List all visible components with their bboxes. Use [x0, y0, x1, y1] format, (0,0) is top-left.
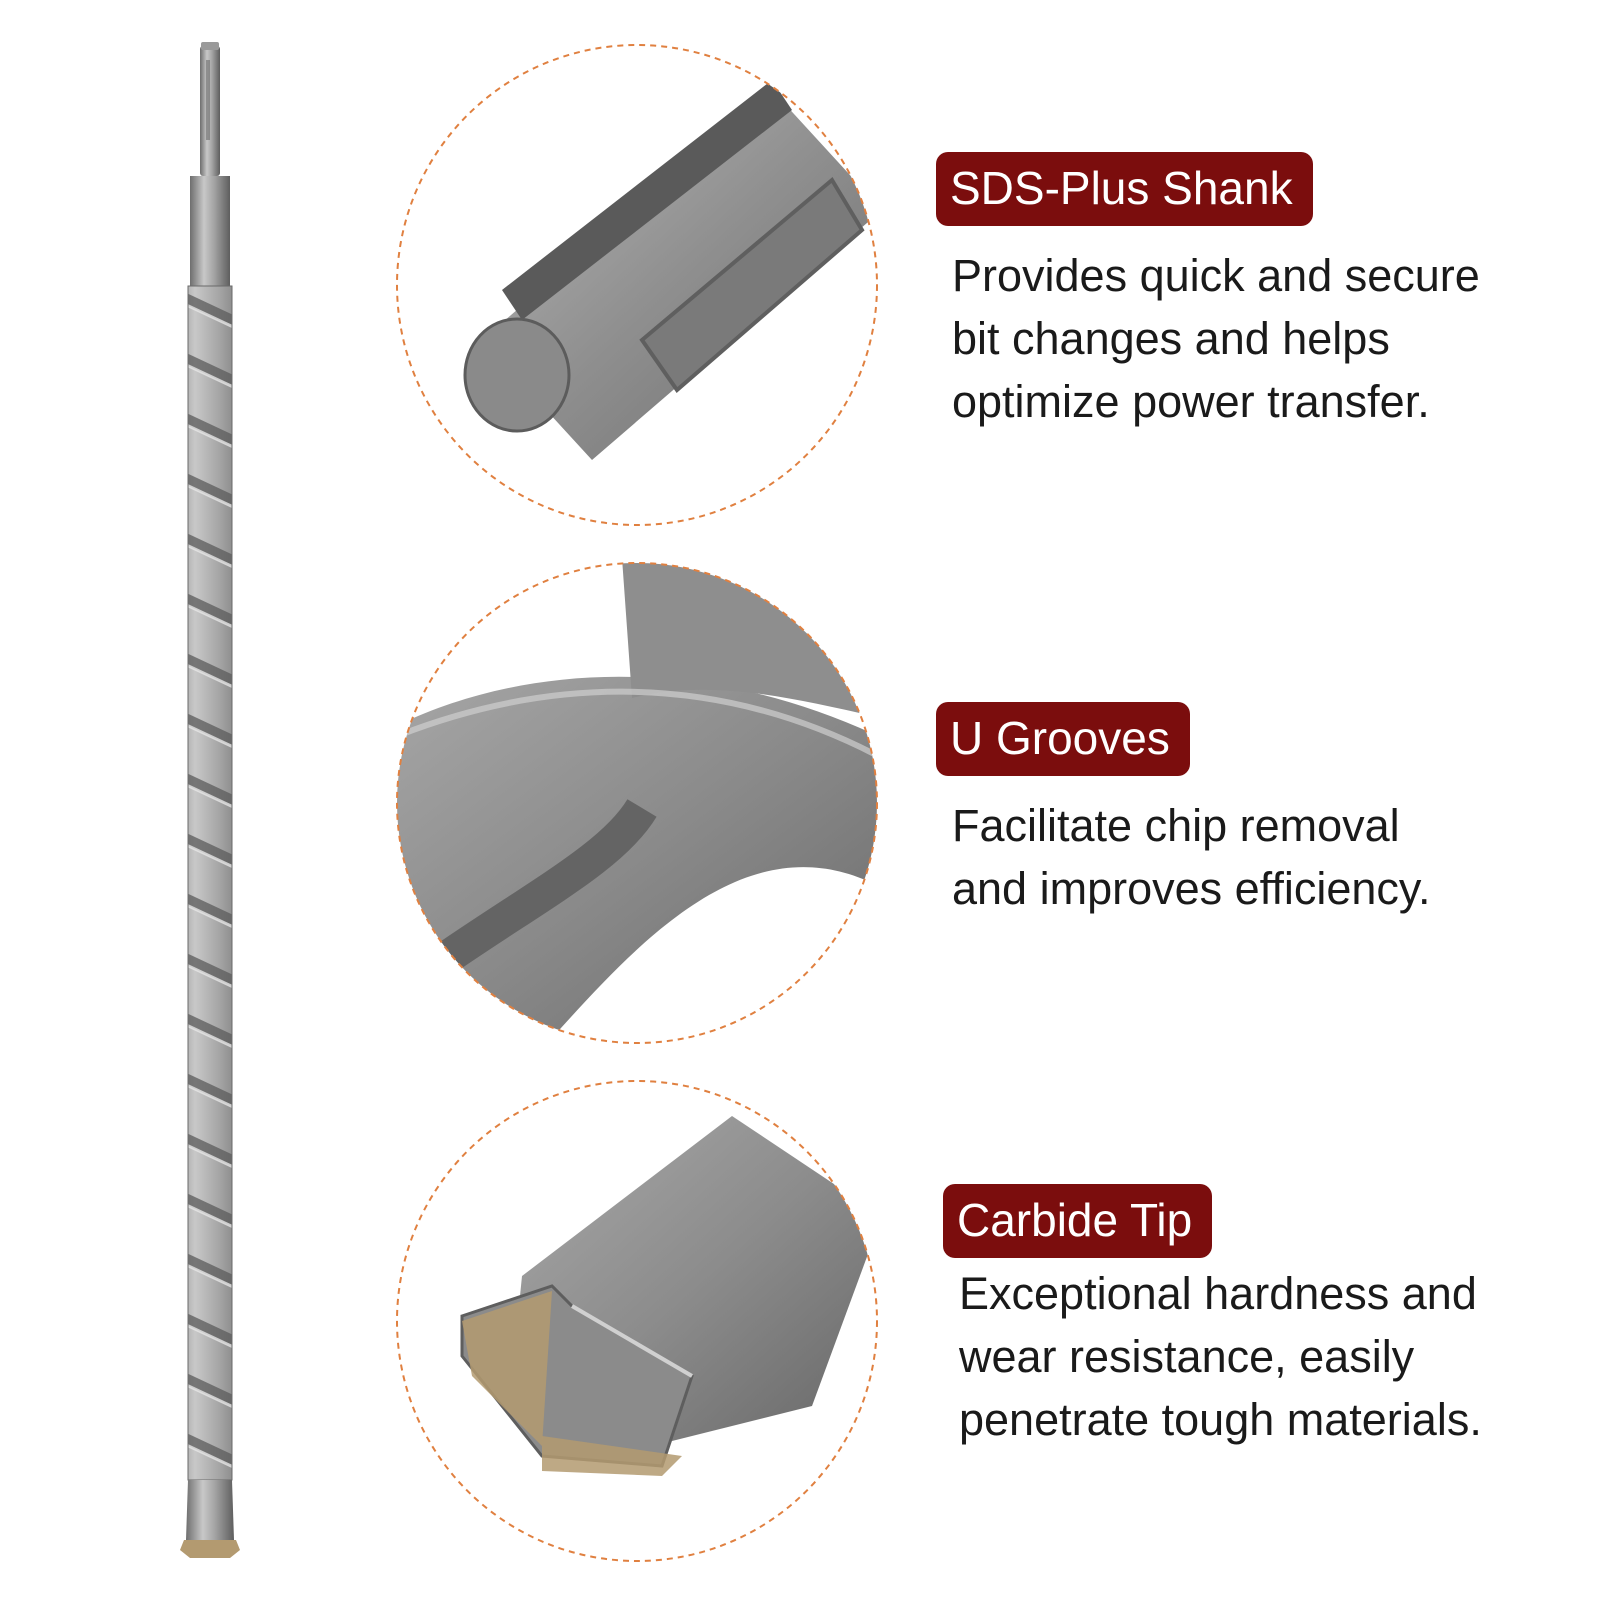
- description-line: bit changes and helps: [952, 313, 1390, 364]
- description-line: and improves efficiency.: [952, 863, 1431, 914]
- feature-grooves: U Grooves Facilitate chip removal and im…: [936, 702, 1576, 920]
- tip-closeup-icon: [396, 1080, 878, 1562]
- description-line: penetrate tough materials.: [959, 1394, 1482, 1445]
- drill-bit-icon: [180, 42, 240, 1558]
- description-line: Facilitate chip removal: [952, 800, 1400, 851]
- feature-description: Provides quick and secure bit changes an…: [936, 244, 1576, 433]
- description-line: wear resistance, easily: [959, 1331, 1415, 1382]
- description-line: optimize power transfer.: [952, 376, 1430, 427]
- shank-closeup: [392, 40, 882, 530]
- feature-description: Exceptional hardness and wear resistance…: [943, 1262, 1583, 1451]
- feature-tip: Carbide Tip Exceptional hardness and wea…: [943, 1184, 1583, 1451]
- shank-closeup-icon: [396, 44, 878, 526]
- description-line: Exceptional hardness and: [959, 1268, 1477, 1319]
- feature-shank: SDS-Plus Shank Provides quick and secure…: [936, 152, 1576, 433]
- drill-bit-image: [160, 40, 260, 1560]
- feature-description: Facilitate chip removal and improves eff…: [936, 794, 1576, 920]
- feature-title-badge: U Grooves: [936, 702, 1190, 776]
- feature-title-badge: Carbide Tip: [943, 1184, 1213, 1258]
- feature-title-badge: SDS-Plus Shank: [936, 152, 1313, 226]
- grooves-closeup-icon: [396, 562, 878, 1044]
- tip-closeup: [392, 1076, 882, 1566]
- grooves-closeup: [392, 558, 882, 1048]
- description-line: Provides quick and secure: [952, 250, 1480, 301]
